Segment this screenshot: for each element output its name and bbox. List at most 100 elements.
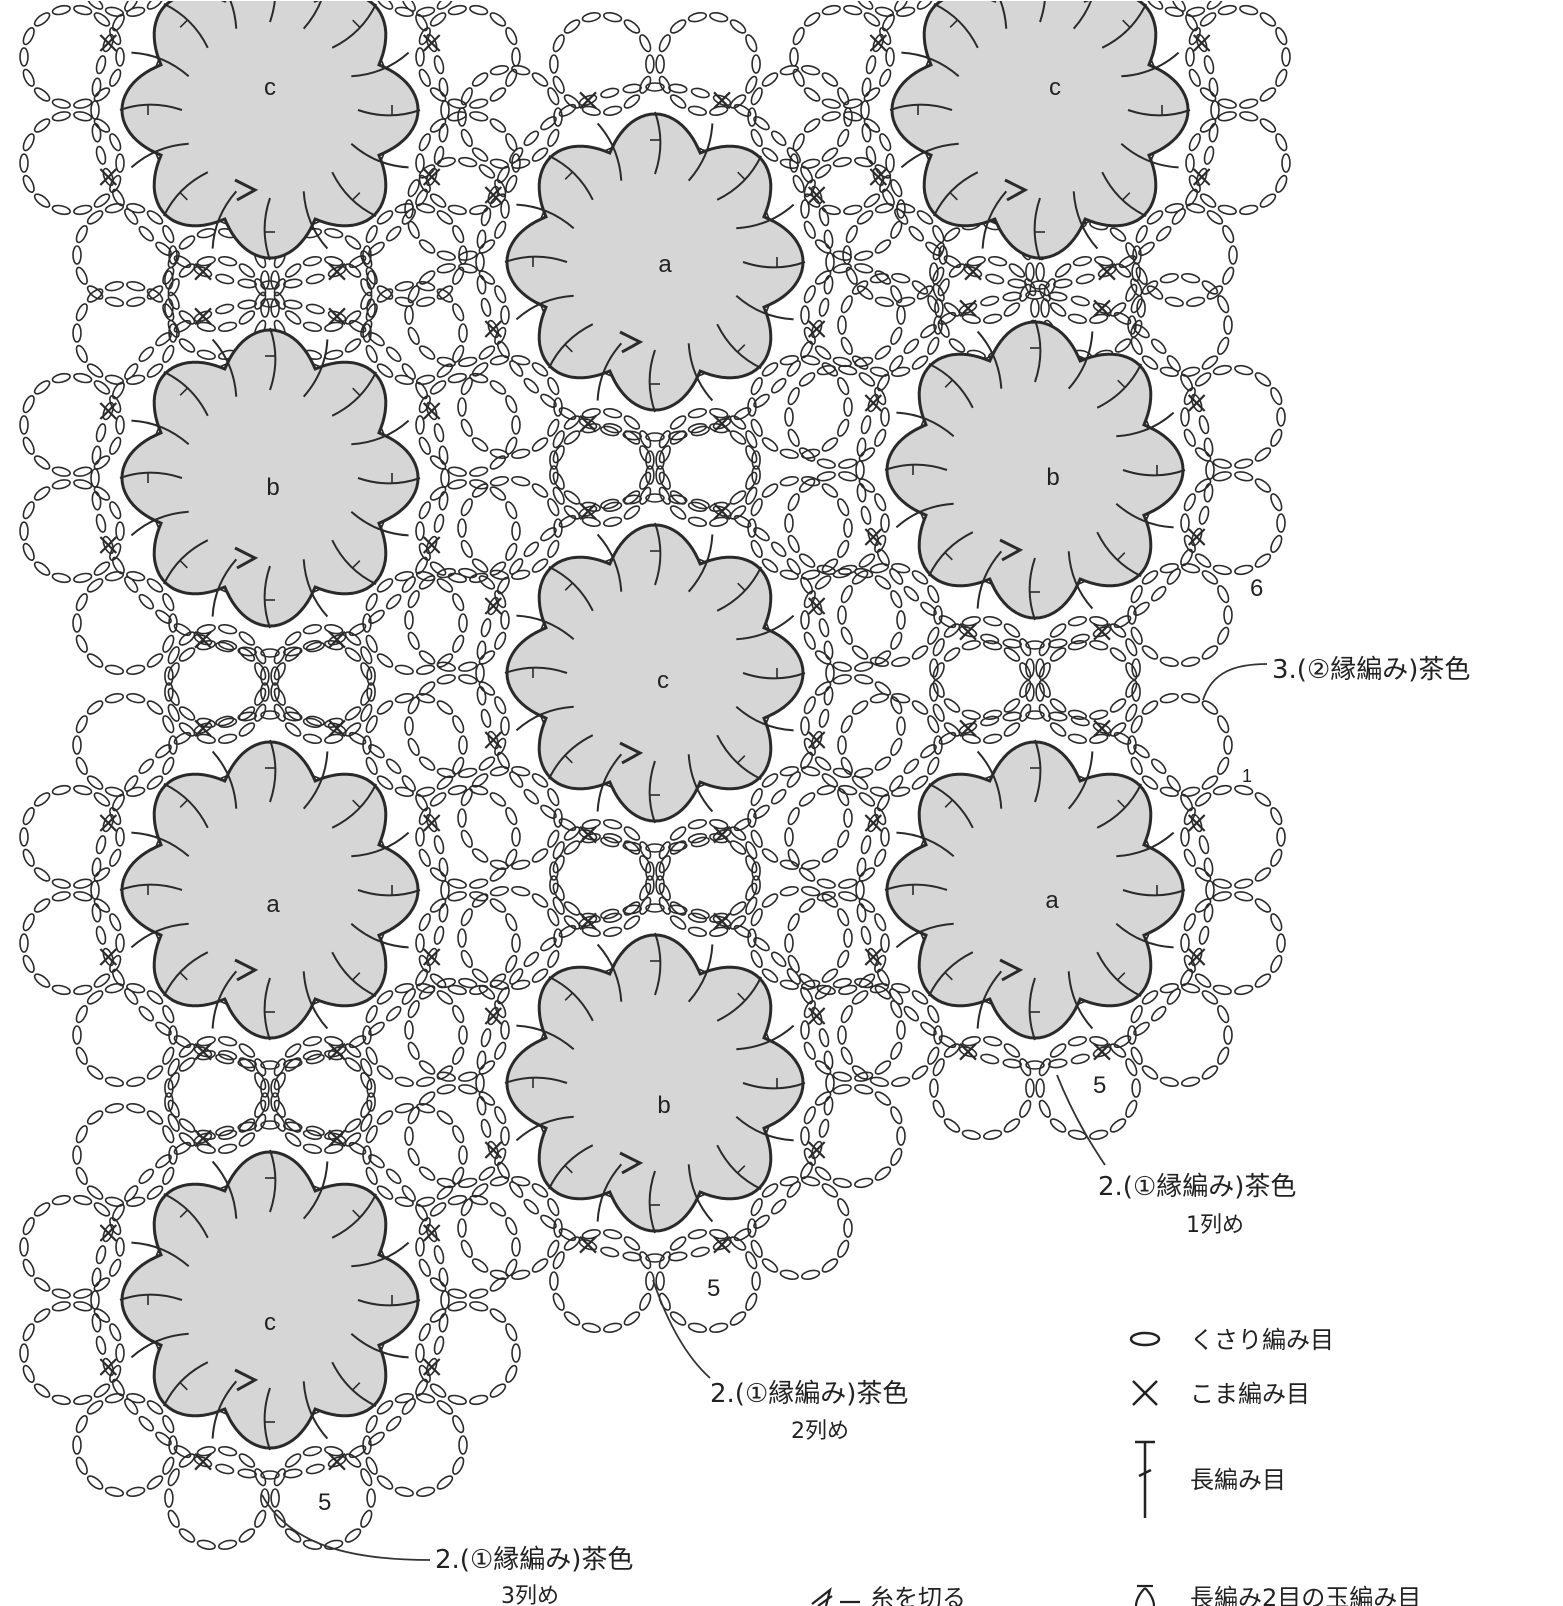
annotation-edging-1-col2: 2.(①縁編み)茶色 <box>710 1379 908 1409</box>
chain-loop-c4-10 <box>363 1102 467 1207</box>
chain-loop-b3-9 <box>656 832 760 937</box>
chain-loop-b1-1 <box>363 570 467 675</box>
chain-loop-c4-8 <box>165 1049 269 1154</box>
chain-loop-a2-2 <box>271 1035 375 1140</box>
chain-loop-a3-6 <box>785 784 889 889</box>
single-crochet-mark <box>100 949 116 965</box>
chain-loop-b3-8 <box>550 832 654 937</box>
single-crochet-mark <box>809 321 825 337</box>
single-crochet-mark <box>100 537 116 553</box>
chain-loop-b3-7 <box>458 885 562 990</box>
double-crochet-icon <box>1135 1442 1155 1518</box>
single-crochet-mark <box>485 321 501 337</box>
chain-loop-b2-3 <box>930 615 1034 720</box>
chain-loop-a2-4 <box>73 982 177 1087</box>
annotation-col2-sub: 2列め <box>791 1419 849 1444</box>
single-crochet-mark <box>1194 169 1210 185</box>
single-crochet-mark <box>809 732 825 748</box>
stitch-count-5-a3: 5 <box>1093 1072 1106 1099</box>
annotation-col3-sub: 3列め <box>501 1584 559 1606</box>
round-number-1: 1 <box>1242 766 1252 786</box>
chain-loop-b1-10 <box>363 280 467 385</box>
chain-loop-a1-4 <box>458 354 562 459</box>
chain-loop-b1-6 <box>20 372 124 477</box>
motif-label-c2: c <box>1049 74 1061 101</box>
chain-loop-a2-3 <box>165 1035 269 1140</box>
annotation-col1-sub: 1列め <box>1186 1213 1244 1238</box>
chain-loop-a1-8 <box>550 11 654 116</box>
chain-loop-c4-5 <box>20 1300 124 1405</box>
motif-label-b1: b <box>266 474 279 501</box>
chain-loop-c2-5 <box>790 110 894 215</box>
motif-label-a2: a <box>266 891 280 918</box>
chain-loop-c1-4 <box>73 202 177 307</box>
single-crochet-mark <box>100 169 116 185</box>
single-crochet-mark <box>1189 529 1205 545</box>
single-crochet-mark <box>424 35 440 51</box>
motif-a3 <box>885 740 1185 1040</box>
chain-loop-c3-7 <box>458 475 562 580</box>
chain-loop-a1-9 <box>656 11 760 116</box>
chain-loop-a1-7 <box>458 64 562 169</box>
chain-loop-a2-5 <box>20 890 124 995</box>
chain-loop-b1-0 <box>416 478 520 583</box>
chain-loop-b1-5 <box>20 478 124 583</box>
chain-loop-c4-9 <box>271 1049 375 1154</box>
chain-stitch-icon <box>1131 1333 1159 1345</box>
chain-loop-b1-7 <box>73 280 177 385</box>
single-crochet-mark <box>424 1359 440 1375</box>
chain-loop-c3-3 <box>550 818 654 923</box>
motif-label-a3: a <box>1045 887 1059 914</box>
single-crochet-mark <box>865 529 881 545</box>
chain-loop-c3-5 <box>405 673 509 778</box>
chain-loop-b3-4 <box>458 1175 562 1280</box>
single-crochet-mark <box>1189 815 1205 831</box>
legend-chain-label: くさり編み目 <box>1190 1326 1334 1354</box>
chain-loop-a3-10 <box>1128 692 1232 797</box>
legend: くさり編み目 こま編み目 長編み目 糸を切る 長編み2目の玉編み目 <box>812 1326 1421 1606</box>
chain-loop-a1-10 <box>748 64 852 169</box>
chain-loop-c2-6 <box>790 4 894 109</box>
chain-loop-a2-11 <box>416 784 520 889</box>
chain-loop-a3-3 <box>930 1035 1034 1140</box>
chain-loop-b2-6 <box>785 364 889 469</box>
chain-loop-a2-6 <box>20 784 124 889</box>
chain-loop-c1-5 <box>20 110 124 215</box>
chain-loop-b3-0 <box>801 1083 905 1188</box>
single-crochet-mark <box>485 1142 501 1158</box>
chain-loop-a1-6 <box>405 156 509 261</box>
chain-loop-c2-1 <box>1133 202 1237 307</box>
chain-loop-a2-0 <box>416 890 520 995</box>
annotation-edging-2: 3.(②縁編み)茶色 <box>1272 655 1470 685</box>
chain-loop-b1-11 <box>416 372 520 477</box>
single-crochet-mark <box>485 732 501 748</box>
single-crochet-mark <box>1189 395 1205 411</box>
chain-loop-c2-0 <box>1186 110 1290 215</box>
motif-c1 <box>120 0 420 260</box>
page-edge <box>0 0 1563 1</box>
chain-loop-a1-2 <box>656 407 760 512</box>
motif-b2 <box>885 320 1185 620</box>
chain-loop-c1-11 <box>416 4 520 109</box>
chain-loop-a1-0 <box>801 262 905 367</box>
chain-loop-a1-1 <box>748 354 852 459</box>
chain-loop-b2-7 <box>838 272 942 377</box>
chain-loop-a3-11 <box>1181 784 1285 889</box>
chain-loop-c1-1 <box>363 202 467 307</box>
annotation-edging-1-col3: 2.(①縁編み)茶色 <box>435 1545 633 1575</box>
single-crochet-mark <box>100 35 116 51</box>
chain-loop-c3-9 <box>656 422 760 527</box>
motif-label-c1: c <box>264 74 276 101</box>
chain-loop-c3-2 <box>656 818 760 923</box>
legend-dc-label: 長編み目 <box>1190 1466 1286 1494</box>
chain-loop-a2-9 <box>271 639 375 744</box>
single-crochet-icon <box>1133 1381 1157 1405</box>
chain-loop-c3-8 <box>550 422 654 527</box>
chain-loop-b1-4 <box>73 570 177 675</box>
single-crochet-mark <box>1189 949 1205 965</box>
single-crochet-mark <box>485 1008 501 1024</box>
chain-loop-a2-7 <box>73 692 177 797</box>
chain-loop-b2-1 <box>1128 562 1232 667</box>
single-crochet-mark <box>424 949 440 965</box>
motif-label-a1: a <box>658 251 672 278</box>
